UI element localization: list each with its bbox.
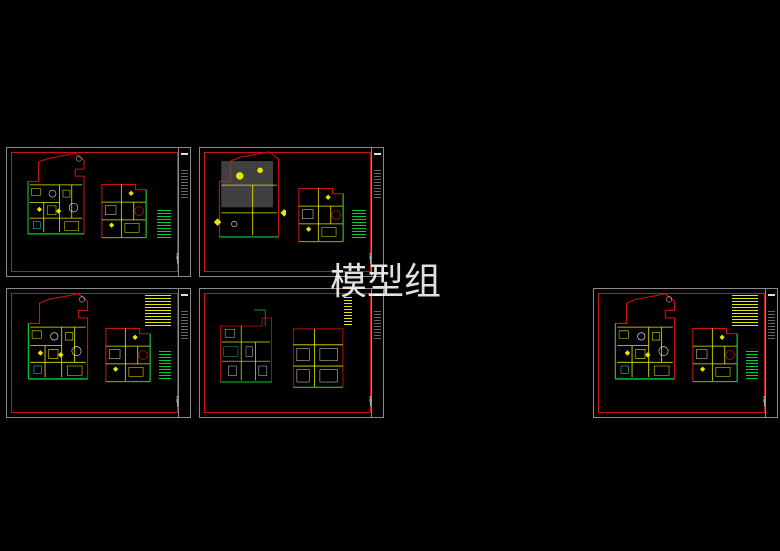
sheet-frame bbox=[598, 293, 765, 413]
title-block bbox=[371, 148, 383, 276]
title-block bbox=[178, 289, 190, 417]
legend-table-icon bbox=[352, 210, 366, 240]
floor-plan-icon bbox=[212, 148, 286, 264]
legend-table-icon bbox=[732, 295, 758, 327]
title-block bbox=[765, 289, 777, 417]
legend-table-icon bbox=[746, 351, 758, 381]
floor-plan-icon bbox=[214, 289, 278, 405]
sheet-frame bbox=[204, 293, 371, 413]
floor-plan-icon bbox=[93, 166, 155, 256]
human-figure-icon bbox=[175, 393, 180, 407]
sheet-frame bbox=[11, 293, 178, 413]
legend-table-icon bbox=[157, 210, 171, 240]
floor-plan-icon bbox=[21, 289, 95, 405]
title-block bbox=[178, 148, 190, 276]
human-figure-icon bbox=[762, 393, 767, 407]
drawing-sheet-1[interactable] bbox=[6, 147, 191, 277]
drawing-sheet-4[interactable] bbox=[199, 288, 384, 418]
drawing-sheet-3[interactable] bbox=[6, 288, 191, 418]
human-figure-icon bbox=[175, 250, 180, 264]
legend-table-icon bbox=[344, 297, 352, 327]
floor-plan-icon bbox=[608, 289, 682, 405]
watermark-text: 模型组 bbox=[330, 260, 441, 303]
sheet-frame bbox=[204, 152, 371, 272]
legend-table-icon bbox=[145, 295, 171, 327]
human-figure-icon bbox=[368, 393, 373, 407]
floor-plan-icon bbox=[288, 319, 350, 399]
floor-plan-icon bbox=[290, 170, 352, 260]
drawing-sheet-2[interactable] bbox=[199, 147, 384, 277]
sheet-frame bbox=[11, 152, 178, 272]
floor-plan-icon bbox=[21, 148, 91, 262]
title-block bbox=[371, 289, 383, 417]
drawing-sheet-5[interactable] bbox=[593, 288, 778, 418]
legend-table-icon bbox=[159, 351, 171, 381]
